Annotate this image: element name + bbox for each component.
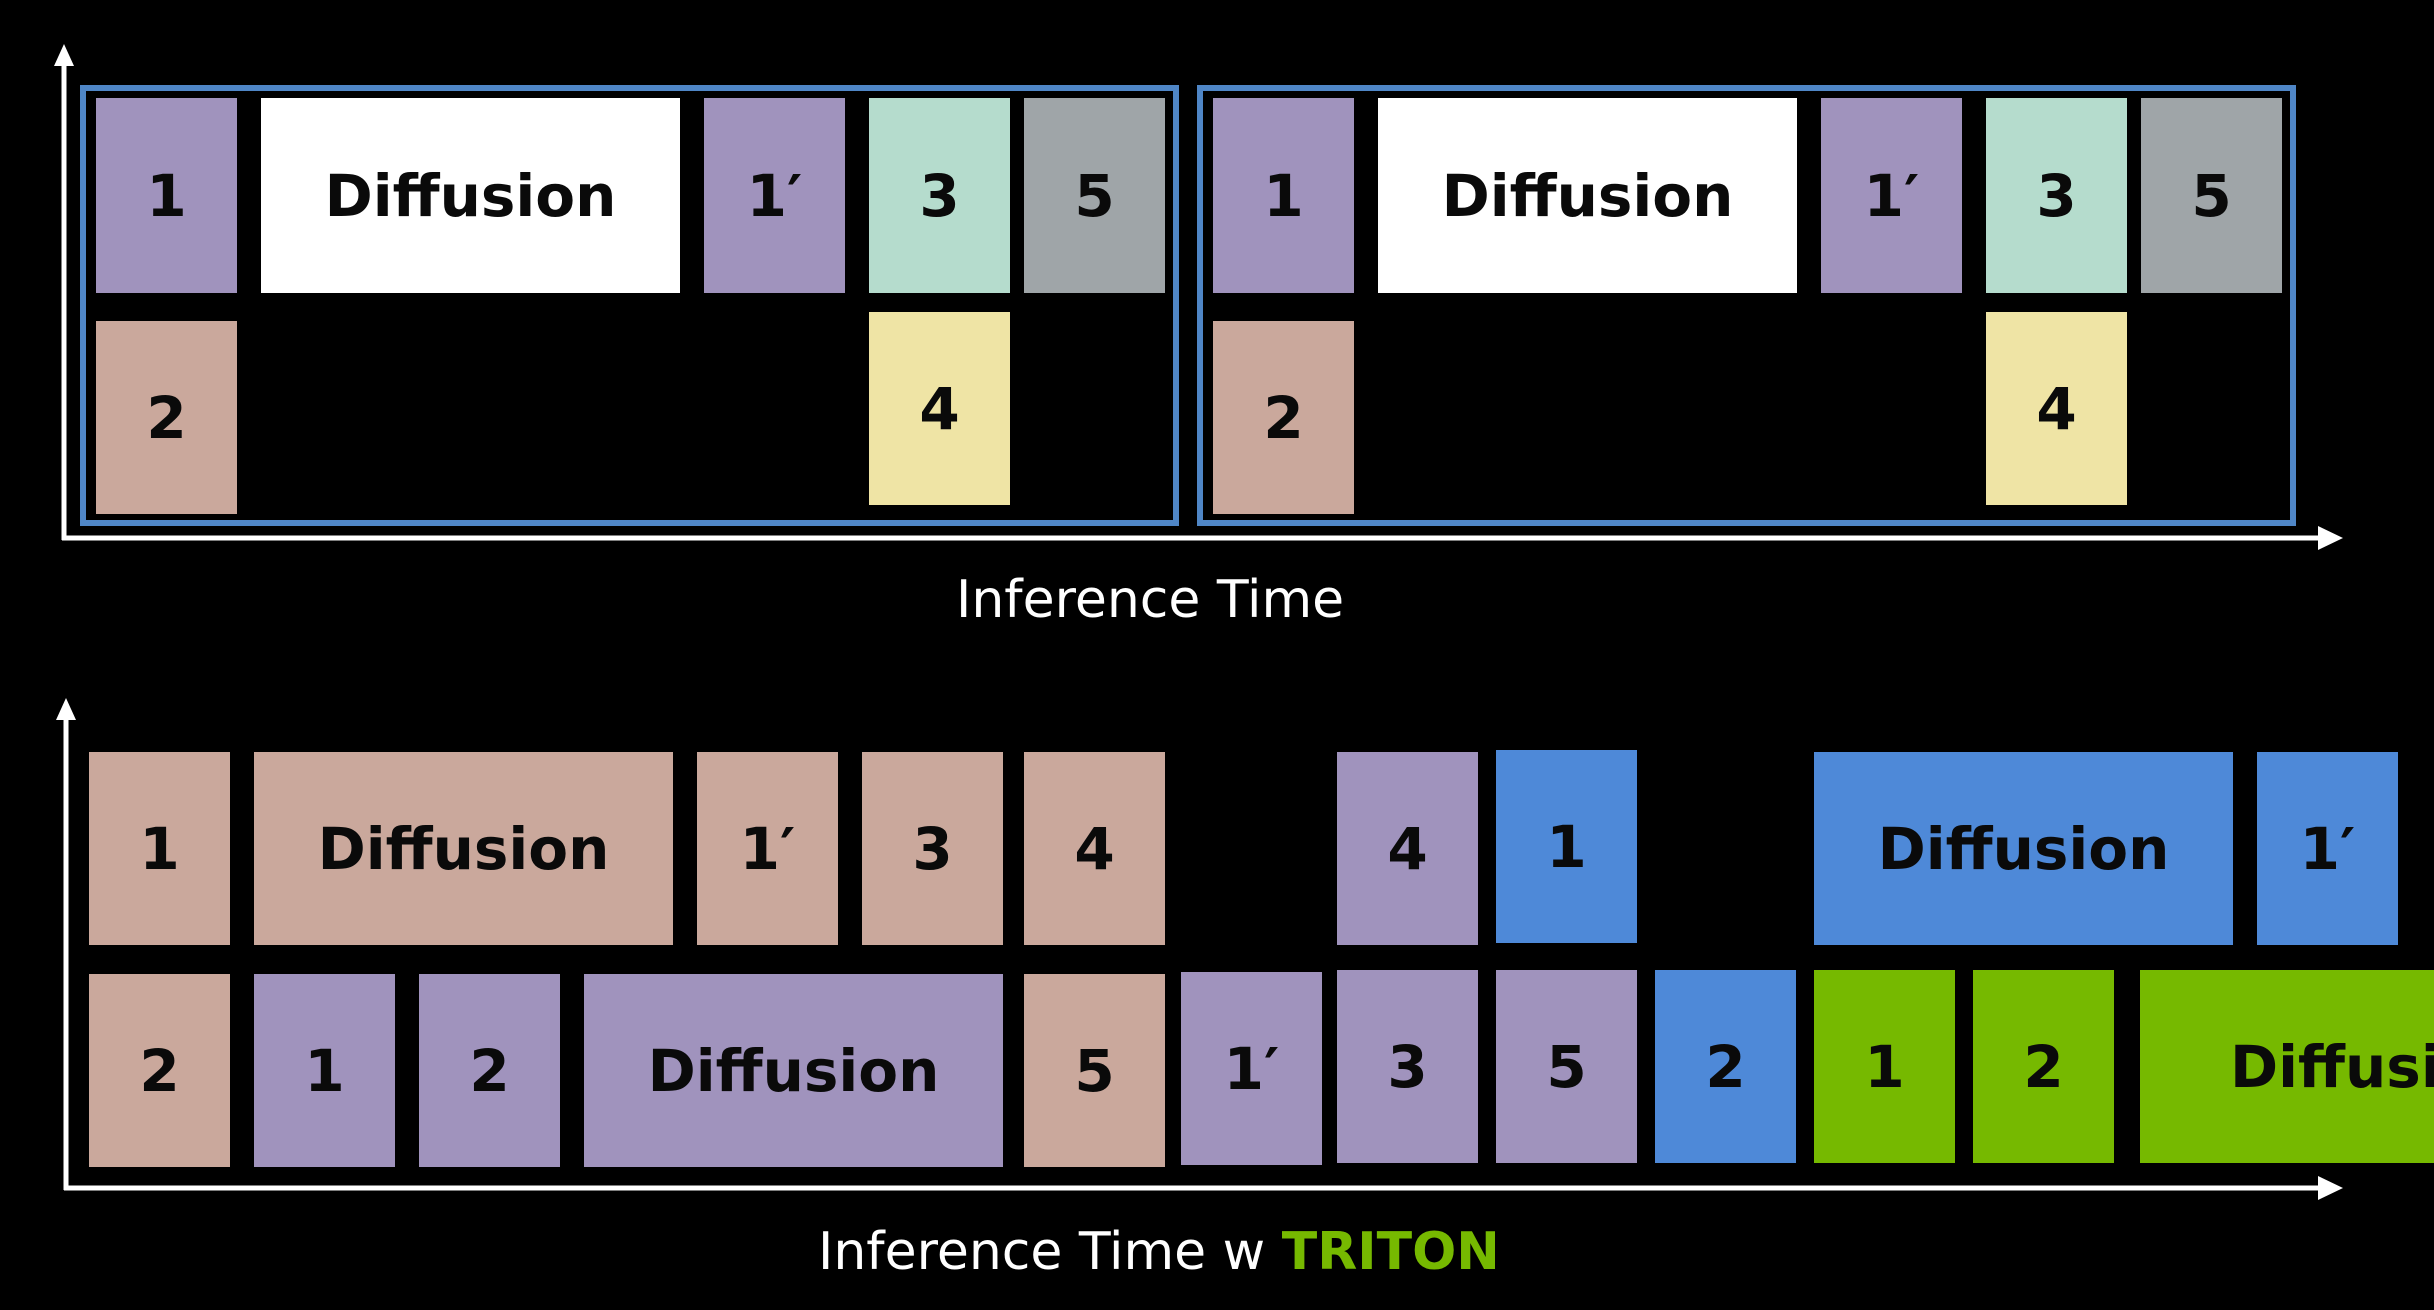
block-label: Diffusion bbox=[317, 814, 610, 883]
block-label: 2 bbox=[1705, 1032, 1746, 1101]
block-label: 1′ bbox=[1863, 161, 1920, 230]
block-label: 4 bbox=[919, 374, 960, 443]
block-label: Diffusion bbox=[647, 1036, 940, 1105]
top-x-arrowhead bbox=[2318, 526, 2343, 550]
bottom-r2-block-5b: 5 bbox=[1496, 970, 1637, 1163]
top-p2-block-5: 5 bbox=[2141, 98, 2282, 293]
bottom-r1-block-1-prime-b: 1′ bbox=[2257, 752, 2398, 945]
bottom-r1-block-3: 3 bbox=[862, 752, 1003, 945]
bottom-axis-label: Inference Time w TRITON bbox=[818, 1222, 1500, 1282]
block-label: 1′ bbox=[2299, 814, 2356, 883]
top-axis-label: Inference Time bbox=[956, 570, 1345, 630]
top-p1-block-1: 1 bbox=[96, 98, 237, 293]
block-label: Diffusio bbox=[2230, 1032, 2434, 1101]
block-label: Diffusion bbox=[1441, 161, 1734, 230]
block-label: 1′ bbox=[739, 814, 796, 883]
bottom-r1-block-diffusion-b: Diffusion bbox=[1814, 752, 2233, 945]
block-label: 2 bbox=[2023, 1032, 2064, 1101]
bottom-r2-block-1: 1 bbox=[254, 974, 395, 1167]
bottom-r2-block-3: 3 bbox=[1337, 970, 1478, 1163]
top-y-arrowhead bbox=[54, 44, 74, 66]
block-label: Diffusion bbox=[1877, 814, 2170, 883]
block-label: 1 bbox=[1546, 812, 1587, 881]
top-p1-block-2: 2 bbox=[96, 321, 237, 514]
bottom-r2-block-1-prime: 1′ bbox=[1181, 972, 1322, 1165]
top-p2-block-2: 2 bbox=[1213, 321, 1354, 514]
bottom-r2-block-2d: 2 bbox=[1973, 970, 2114, 1163]
top-p2-block-1-prime: 1′ bbox=[1821, 98, 1962, 293]
bottom-r2-block-diffusion-cut: Diffusio bbox=[2140, 970, 2434, 1163]
pipeline-frame-1 bbox=[80, 85, 1179, 526]
top-p1-block-3: 3 bbox=[869, 98, 1010, 293]
block-label: 5 bbox=[1074, 1036, 1115, 1105]
bottom-r1-block-4: 4 bbox=[1024, 752, 1165, 945]
bottom-x-arrowhead bbox=[2318, 1176, 2343, 1200]
top-p1-block-1-prime: 1′ bbox=[704, 98, 845, 293]
top-p1-block-4: 4 bbox=[869, 312, 1010, 505]
pipeline-frame-2 bbox=[1197, 85, 2296, 526]
triton-highlight: TRITON bbox=[1281, 1222, 1500, 1282]
axis-label-prefix: Inference Time w bbox=[818, 1222, 1282, 1282]
block-label: 1 bbox=[304, 1036, 345, 1105]
bottom-r1-block-1b: 1 bbox=[1496, 750, 1637, 943]
block-label: 3 bbox=[919, 161, 960, 230]
top-p2-block-1: 1 bbox=[1213, 98, 1354, 293]
block-label: 3 bbox=[1387, 1032, 1428, 1101]
block-label: 1′ bbox=[746, 161, 803, 230]
block-label: 1 bbox=[1263, 161, 1304, 230]
block-label: Diffusion bbox=[324, 161, 617, 230]
block-label: 1 bbox=[139, 814, 180, 883]
bottom-r2-block-2b: 2 bbox=[419, 974, 560, 1167]
block-label: 2 bbox=[146, 383, 187, 452]
top-p2-block-diffusion: Diffusion bbox=[1378, 98, 1797, 293]
block-label: 4 bbox=[1074, 814, 1115, 883]
bottom-r2-block-2: 2 bbox=[89, 974, 230, 1167]
top-p2-block-3: 3 bbox=[1986, 98, 2127, 293]
block-label: 2 bbox=[469, 1036, 510, 1105]
bottom-r2-block-1c: 1 bbox=[1814, 970, 1955, 1163]
block-label: 2 bbox=[1263, 383, 1304, 452]
block-label: 1′ bbox=[1223, 1034, 1280, 1103]
block-label: 3 bbox=[2036, 161, 2077, 230]
block-label: 3 bbox=[912, 814, 953, 883]
bottom-r1-block-1: 1 bbox=[89, 752, 230, 945]
bottom-r1-block-4b: 4 bbox=[1337, 752, 1478, 945]
bottom-r1-block-diffusion: Diffusion bbox=[254, 752, 673, 945]
top-p2-block-4: 4 bbox=[1986, 312, 2127, 505]
top-p1-block-5: 5 bbox=[1024, 98, 1165, 293]
bottom-r2-block-2c: 2 bbox=[1655, 970, 1796, 1163]
block-label: 4 bbox=[2036, 374, 2077, 443]
block-label: 2 bbox=[139, 1036, 180, 1105]
top-p1-block-diffusion: Diffusion bbox=[261, 98, 680, 293]
bottom-y-arrowhead bbox=[56, 698, 76, 720]
block-label: 5 bbox=[1074, 161, 1115, 230]
block-label: 1 bbox=[1864, 1032, 1905, 1101]
bottom-r1-block-1-prime: 1′ bbox=[697, 752, 838, 945]
block-label: 5 bbox=[2191, 161, 2232, 230]
bottom-r2-block-diffusion: Diffusion bbox=[584, 974, 1003, 1167]
block-label: 4 bbox=[1387, 814, 1428, 883]
block-label: 5 bbox=[1546, 1032, 1587, 1101]
bottom-r2-block-5: 5 bbox=[1024, 974, 1165, 1167]
block-label: 1 bbox=[146, 161, 187, 230]
